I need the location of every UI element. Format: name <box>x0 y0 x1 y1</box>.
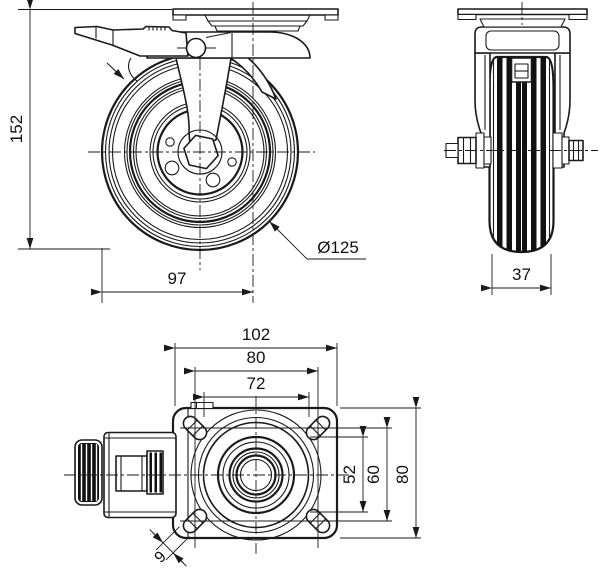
dim-wheel-diameter-label: Ø125 <box>317 238 359 257</box>
brake-pedal <box>74 25 189 82</box>
dim-slot-inner-height-label: 52 <box>340 465 359 484</box>
bottom-centerlines <box>64 367 392 554</box>
dimension-plate-width: 80 <box>340 397 421 539</box>
dim-inner-length-label: 72 <box>247 374 266 393</box>
rim-holes <box>164 137 237 188</box>
dim-overall-height-label: 152 <box>7 115 26 143</box>
brake-arrow <box>106 62 125 80</box>
wheel-side <box>488 55 555 254</box>
side-centerlines <box>444 2 598 151</box>
dim-plate-length-label: 102 <box>242 325 270 344</box>
bottom-view <box>64 367 392 554</box>
dim-bolt-spacing-width-label: 60 <box>364 465 383 484</box>
dimension-bolt-spacing-width: 60 <box>364 417 391 521</box>
dimension-wheel-diameter: Ø125 <box>269 221 366 260</box>
dimension-swivel-offset: 97 <box>91 248 253 303</box>
dimension-slot-inner-height: 52 <box>310 426 368 513</box>
dim-plate-width-label: 80 <box>393 465 412 484</box>
dim-swivel-offset-label: 97 <box>168 269 187 288</box>
dimension-inner-length: 72 <box>193 374 310 417</box>
dimension-bolt-spacing-length: 80 <box>184 348 318 375</box>
raceway-step-2 <box>207 20 308 27</box>
dim-bolt-spacing-length-label: 80 <box>247 348 266 367</box>
kingpin-bolt <box>177 37 216 59</box>
raceway-step-1 <box>204 14 311 22</box>
brake-housing-bottom <box>103 431 177 519</box>
dim-slot-width-label: 9 <box>152 548 170 566</box>
front-view <box>74 2 339 303</box>
dimension-wheel-width: 37 <box>481 254 552 295</box>
dimension-overall-height: 152 <box>7 0 172 250</box>
top-plate-front <box>172 8 339 21</box>
brake-spring <box>128 57 138 82</box>
side-view <box>444 2 598 254</box>
raceway-step-3 <box>214 25 301 32</box>
front-centerlines <box>88 2 315 303</box>
wheel-bottom-profile <box>74 439 103 506</box>
fork-leg-right <box>226 55 277 100</box>
top-plate-side <box>457 8 588 21</box>
brake-lever-tab <box>190 401 214 410</box>
dimension-plate-length: 102 <box>164 325 338 406</box>
dim-wheel-width-label: 37 <box>512 265 531 284</box>
fork-leg-front <box>175 57 232 147</box>
